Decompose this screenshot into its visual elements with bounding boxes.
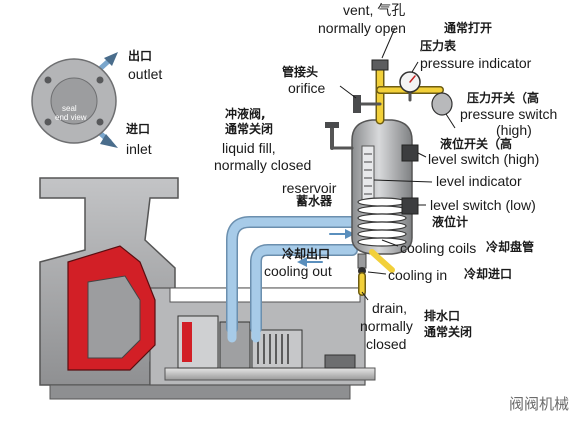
liquid-fill-valve-icon (325, 122, 339, 128)
seal-caption: seal (62, 104, 77, 113)
bolt-hole (96, 118, 104, 126)
pressure-switch-label-2: (high) (496, 122, 532, 138)
cooling-in-label: cooling in (388, 267, 448, 283)
drain-cn-2: 通常关闭 (424, 325, 473, 339)
bearing-collar (324, 354, 356, 369)
vent-valve-icon (371, 59, 389, 71)
inlet-label: inlet (126, 141, 152, 157)
inlet-arrow-icon (100, 134, 118, 148)
orifice-label-cn: 管接头 (282, 65, 319, 79)
top-piping (325, 59, 453, 296)
orifice-icon (353, 95, 361, 113)
level-switch-low-label: level switch (low) (430, 197, 536, 213)
liquid-fill-label: liquid fill, (222, 140, 276, 156)
pressure-switch-cn: 压力开关（高 (467, 91, 540, 105)
level-switch-low-icon (401, 197, 419, 215)
pressure-switch-icon (431, 92, 453, 116)
drain-cn: 排水口 (424, 309, 461, 323)
gauge-ticks (364, 153, 372, 195)
liquid-fill-label-2: normally closed (214, 157, 312, 173)
level-switch-high-icon (401, 144, 419, 162)
drain-label-2: normally (360, 318, 413, 334)
level-switch-high-cn: 液位开关（高 (440, 137, 513, 151)
flush-piping (226, 216, 358, 343)
vent-label: vent, 气孔 (343, 2, 406, 18)
drain-label: drain, (372, 300, 408, 316)
leader-lines (339, 27, 456, 301)
vent-label-2: normally open (318, 20, 406, 36)
bolt-hole (44, 118, 52, 126)
watermark: 阀阀机械 (508, 395, 569, 413)
gland-gap (169, 287, 361, 303)
seal-end-view (31, 52, 118, 148)
seal-caption-2: end view (55, 113, 87, 122)
level-gauge-cn: 液位计 (432, 215, 469, 229)
seal-hub (50, 77, 98, 125)
level-indicator-label: level indicator (436, 173, 522, 189)
reservoir (351, 119, 419, 275)
cooling-out-label: cooling out (264, 263, 332, 279)
drain-label-3: closed (366, 336, 407, 352)
level-gauge-glass (361, 145, 375, 205)
outlet-label-cn: 出口 (128, 49, 153, 63)
bolt-hole (44, 76, 52, 84)
outlet-arrow-icon (104, 52, 118, 66)
seal-face-red (182, 322, 192, 362)
cooling-coils-label: cooling coils (400, 240, 477, 256)
inlet-label-cn: 进口 (126, 122, 151, 136)
level-switch-high-label: level switch (high) (428, 151, 540, 167)
pump-base (49, 384, 351, 400)
bolt-hole (96, 76, 104, 84)
impeller (87, 275, 141, 359)
pressure-switch-label: pressure switch (460, 106, 558, 122)
cooling-out-cn: 冷却出口 (282, 247, 331, 261)
liquid-fill-cn-2: 通常关闭 (225, 122, 274, 136)
pressure-indicator-label: pressure indicator (420, 55, 532, 71)
reservoir-label: reservoir (282, 180, 337, 196)
reservoir-label-cn: 蓄水器 (296, 194, 333, 208)
pump-casing (39, 177, 376, 400)
seal-spring (257, 334, 289, 364)
outlet-label: outlet (128, 66, 163, 82)
shaft (164, 367, 376, 381)
orifice-label: orifice (288, 80, 326, 96)
vent-label-cn: 通常打开 (444, 21, 493, 35)
cooling-coils-cn: 冷却盘管 (486, 240, 535, 254)
cooling-in-cn: 冷却进口 (464, 267, 513, 281)
drain-stub (357, 253, 367, 269)
pressure-indicator-cn: 压力表 (420, 39, 457, 53)
liquid-fill-cn: 冲液阀, (225, 107, 266, 121)
